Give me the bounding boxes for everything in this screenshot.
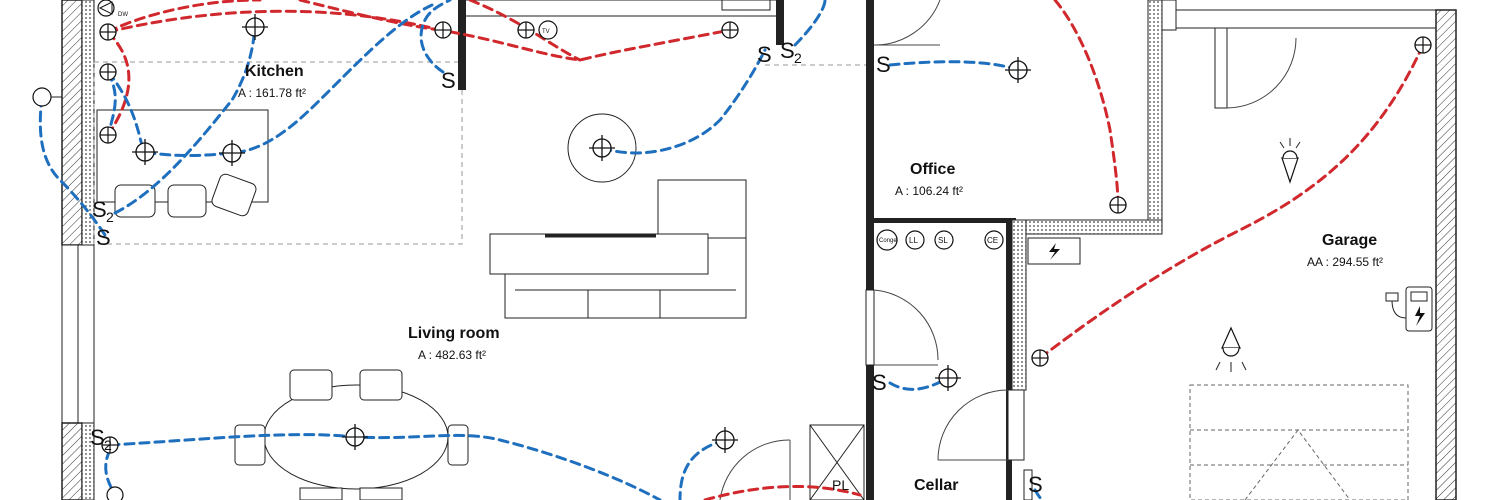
pendant-lamp-icon (1215, 326, 1247, 372)
appliance-tv: TV (538, 20, 558, 40)
exterior-wall-right (1435, 9, 1457, 500)
outlet-icon (99, 23, 117, 41)
outlet-icon (517, 21, 535, 39)
outlet-icon (1031, 349, 1049, 367)
outlet-icon (1414, 36, 1432, 54)
switch-label: S (876, 52, 891, 77)
light-fixture-icon (711, 426, 739, 454)
switch-label: S (872, 370, 887, 395)
svg-text:DW: DW (118, 12, 128, 18)
exterior-wall-left (61, 0, 95, 500)
outlet-icon (99, 126, 117, 144)
door-cellar-left (865, 289, 939, 366)
ev-charger-icon (1385, 286, 1433, 332)
light-fixture-icon (241, 13, 269, 41)
switch-label: S (757, 42, 772, 67)
partition-wall-living-office (866, 0, 874, 500)
svg-text:TV: TV (542, 29, 550, 35)
stair-marker: PL (832, 477, 849, 493)
room-area-living: A : 482.63 ft² (418, 348, 486, 362)
room-area-kitchen: A : 161.78 ft² (238, 86, 306, 100)
wall-office-garage (1011, 0, 1457, 391)
double-switch-label: S 2 (90, 425, 112, 453)
outlet-icon (106, 486, 124, 500)
switch-label: S (96, 225, 111, 250)
room-area-garage: AA : 294.55 ft² (1307, 255, 1383, 269)
pendant-lamp-icon (1279, 138, 1301, 184)
appliance-ce: CE (984, 230, 1004, 250)
kitchen-zone-outline (93, 61, 463, 245)
room-name-cellar: Cellar (914, 477, 958, 494)
svg-text:S: S (780, 38, 795, 63)
door-garage-top (1214, 27, 1297, 109)
wall-lamp-icon (32, 87, 62, 107)
room-name-garage: Garage (1322, 232, 1377, 249)
outlet-icon (721, 21, 739, 39)
svg-text:S: S (90, 425, 105, 450)
svg-text:LL: LL (909, 236, 918, 245)
room-name-office: Office (910, 161, 955, 178)
door-cellar-inner (937, 389, 1025, 461)
appliance-dw: DW (97, 0, 128, 18)
svg-text:SL: SL (938, 236, 948, 245)
door-living-bottom (719, 439, 791, 500)
living-ceiling-halo (567, 113, 637, 183)
appliance-congel: Congel (876, 229, 898, 251)
double-switch-label: S 2 (780, 38, 802, 66)
switch-label: S (1028, 472, 1043, 497)
svg-text:CE: CE (987, 236, 998, 245)
room-area-office: A : 106.24 ft² (895, 184, 963, 198)
light-fixture-icon (934, 364, 962, 392)
outlet-icon (1109, 196, 1127, 214)
light-fixture-icon (1004, 56, 1032, 84)
svg-text:Congel: Congel (879, 238, 898, 244)
kitchen-island (96, 109, 269, 218)
upper-cabinet (458, 0, 784, 90)
garage-car-outline (1189, 384, 1409, 500)
svg-text:S: S (92, 197, 107, 222)
appliance-ll: LL (905, 230, 925, 250)
light-fixture-icon (588, 134, 616, 162)
room-name-living: Living room (408, 325, 500, 342)
switch-label: S (441, 68, 456, 93)
svg-text:2: 2 (794, 50, 802, 66)
outlet-icon (99, 63, 117, 81)
appliance-sl: SL (934, 230, 954, 250)
outlet-icon (434, 21, 452, 39)
room-name-kitchen: Kitchen (245, 63, 304, 80)
svg-text:2: 2 (106, 209, 114, 225)
double-switch-label: S 2 (92, 197, 114, 225)
door-office-top (873, 0, 941, 46)
svg-text:2: 2 (104, 437, 112, 453)
electrical-panel-icon (1027, 237, 1081, 265)
sofa (489, 179, 747, 319)
